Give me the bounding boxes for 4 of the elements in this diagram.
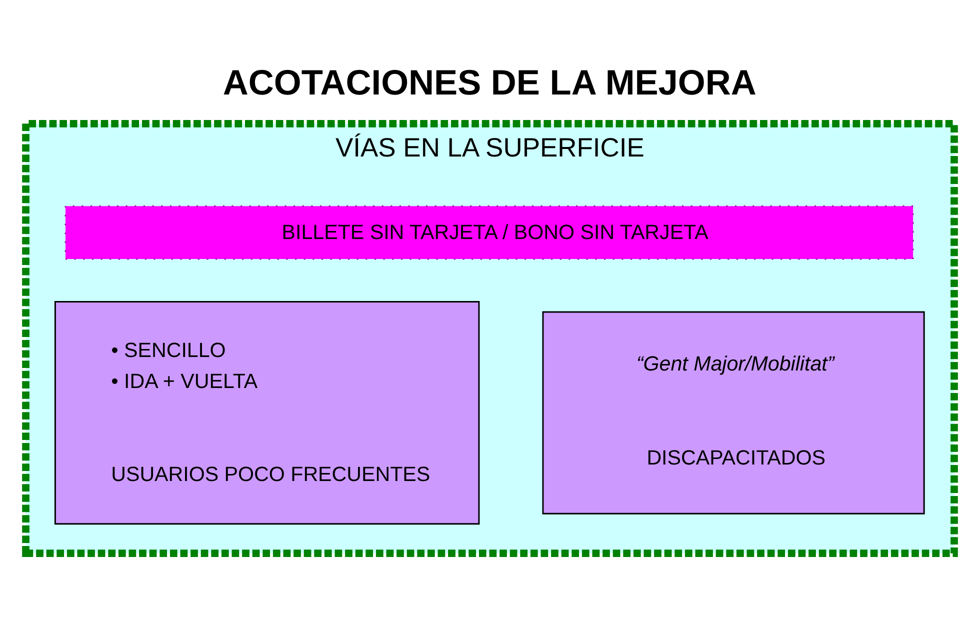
node-box: “Gent Major/Mobilitat” DISCAPACITADOS	[542, 311, 925, 514]
diagram-title: ACOTACIONES DE LA MEJORA	[222, 64, 756, 103]
node-box: • SENCILLO • IDA + VUELTA USUARIOS POCO FRECUENTES	[54, 301, 480, 525]
node-box: BILLETE SIN TARJETA / BONO SIN TARJETA	[64, 205, 914, 260]
